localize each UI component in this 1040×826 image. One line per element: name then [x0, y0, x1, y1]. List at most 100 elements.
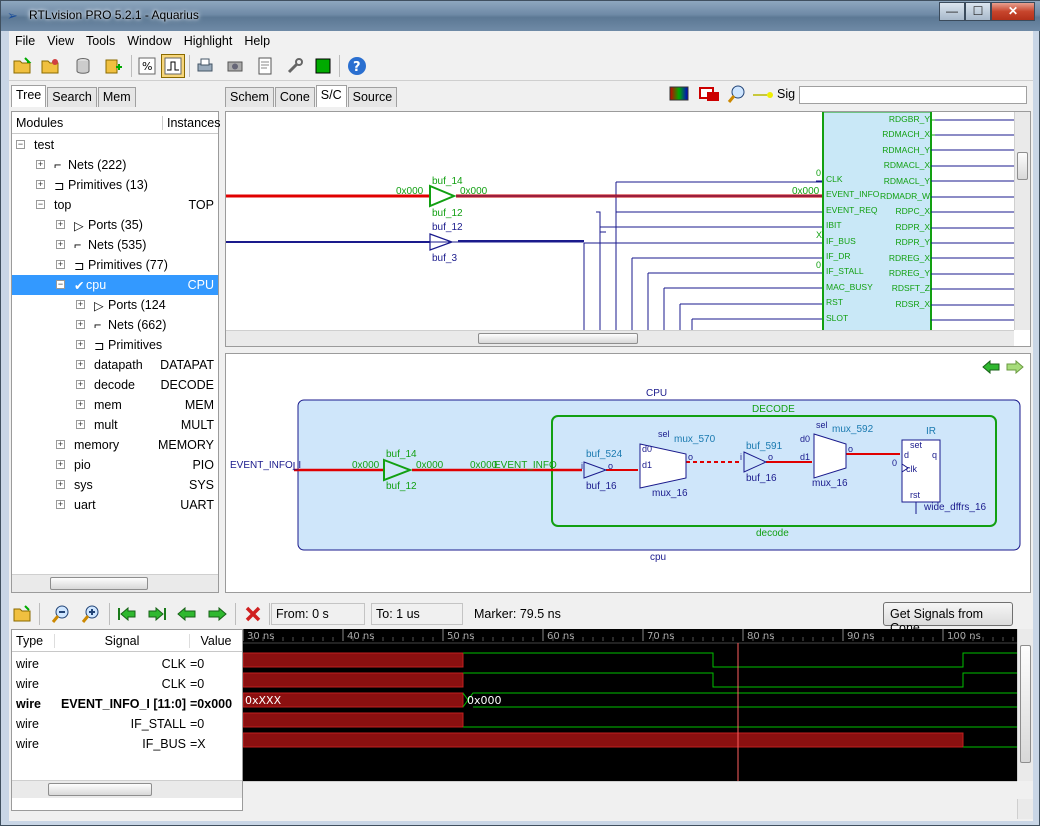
- cpu-pin-if-stall[interactable]: IF_STALL: [826, 266, 864, 277]
- header-signal[interactable]: Signal: [54, 633, 190, 648]
- menu-file[interactable]: File: [15, 34, 36, 48]
- expand-icon[interactable]: +: [56, 239, 65, 249]
- tree-item-ports[interactable]: +▷Ports (124: [12, 295, 218, 315]
- menu-highlight[interactable]: Highlight: [183, 34, 233, 48]
- tree-item-ports[interactable]: +▷Ports (35): [12, 215, 218, 235]
- schem-top-hscroll-thumb[interactable]: [478, 333, 638, 344]
- tree-item-test[interactable]: −test: [12, 135, 218, 155]
- cpu-pin-rdpc-x[interactable]: RDPC_X: [895, 206, 930, 217]
- print-icon[interactable]: [193, 54, 217, 78]
- tab-source[interactable]: Source: [347, 87, 398, 107]
- tab-schem[interactable]: Schem: [225, 87, 274, 107]
- zoom-find-icon[interactable]: [727, 84, 747, 104]
- menu-tools[interactable]: Tools: [86, 34, 116, 48]
- cpu-pin-rdreg-y[interactable]: RDREG_Y: [888, 268, 930, 278]
- tree-item-nets[interactable]: +⌐Nets (535): [12, 235, 218, 255]
- event-info-port-label[interactable]: EVENT_INFO_I: [230, 460, 302, 471]
- wrench-icon[interactable]: [283, 54, 307, 78]
- buf-591-symbol[interactable]: [743, 451, 768, 473]
- cpu-pin-rdpr-x[interactable]: RDPR_X: [895, 221, 930, 232]
- buffer-symbol[interactable]: [429, 184, 457, 208]
- flip-flop-symbol[interactable]: [901, 439, 941, 503]
- tab-mem[interactable]: Mem: [97, 87, 136, 107]
- to-field[interactable]: To: 1 us: [371, 603, 463, 625]
- expand-icon[interactable]: +: [76, 399, 85, 409]
- collapse-icon[interactable]: −: [36, 199, 45, 209]
- wave-scroll-corner[interactable]: [1017, 799, 1033, 819]
- expand-icon[interactable]: +: [76, 299, 85, 309]
- open-folder-icon[interactable]: [11, 54, 35, 78]
- expand-icon[interactable]: +: [76, 379, 85, 389]
- delete-icon[interactable]: [241, 602, 265, 626]
- zoom-out-icon[interactable]: [49, 602, 73, 626]
- camera-icon[interactable]: [223, 54, 247, 78]
- go-end-icon[interactable]: [145, 602, 169, 626]
- tree-item-primitives[interactable]: +⊐Primitives (77): [12, 255, 218, 275]
- from-field[interactable]: From: 0 s: [271, 603, 365, 625]
- cpu-pin-rdmach-y[interactable]: RDMACH_Y: [882, 144, 930, 155]
- mux-592-symbol[interactable]: [813, 433, 847, 479]
- open-design-icon[interactable]: [39, 54, 63, 78]
- cpu-pin-if-bus[interactable]: IF_BUS: [826, 235, 856, 246]
- get-signals-from-cone-button[interactable]: Get Signals from Cone: [883, 602, 1013, 635]
- wave-vscroll[interactable]: [1017, 629, 1033, 781]
- cpu-pin-slot[interactable]: SLOT: [826, 312, 849, 323]
- tree-item-primitives[interactable]: +⊐Primitives: [12, 335, 218, 355]
- cpu-pin-mac-busy[interactable]: MAC_BUSY: [826, 281, 873, 292]
- tree-header-instances[interactable]: Instances: [162, 115, 221, 130]
- tab-search[interactable]: Search: [47, 87, 97, 107]
- cpu-pin-event-req[interactable]: EVENT_REQ: [826, 204, 878, 215]
- expand-icon[interactable]: +: [56, 499, 65, 509]
- cpu-pin-rst[interactable]: RST: [826, 297, 843, 308]
- expand-icon[interactable]: +: [56, 459, 65, 469]
- tree-hscroll-thumb[interactable]: [50, 577, 148, 590]
- schem-top-vscroll[interactable]: [1014, 112, 1030, 330]
- tree-item-primitives[interactable]: +⊐Primitives (13): [12, 175, 218, 195]
- next-edge-icon[interactable]: [205, 602, 229, 626]
- cpu-pin-if-dr[interactable]: IF_DR: [826, 251, 851, 261]
- cpu-pin-rdmacl-y[interactable]: RDMACL_Y: [883, 175, 930, 186]
- maximize-button[interactable]: ☐: [965, 2, 991, 21]
- expand-icon[interactable]: +: [56, 439, 65, 449]
- document-icon[interactable]: [253, 54, 277, 78]
- schem-top-hscroll[interactable]: [226, 330, 1014, 346]
- database-icon[interactable]: [71, 54, 95, 78]
- expand-icon[interactable]: +: [36, 159, 45, 169]
- prev-edge-icon[interactable]: [175, 602, 199, 626]
- forward-arrow-icon[interactable]: [1006, 359, 1024, 375]
- tab-sc[interactable]: S/C: [315, 85, 347, 107]
- cpu-pin-clk[interactable]: CLK: [826, 174, 843, 184]
- zoom-in-icon[interactable]: [79, 602, 103, 626]
- schematic-top[interactable]: buf_14 0x000 0x000 buf_12 buf_12 buf_3 0…: [225, 111, 1031, 347]
- expand-icon[interactable]: +: [56, 479, 65, 489]
- menu-help[interactable]: Help: [244, 34, 271, 48]
- expand-icon[interactable]: +: [56, 219, 65, 229]
- wave-vscroll-thumb[interactable]: [1020, 645, 1031, 763]
- header-value[interactable]: Value: [200, 633, 232, 648]
- tree-header-modules[interactable]: Modules: [16, 115, 64, 130]
- buffer-symbol[interactable]: [429, 233, 454, 251]
- cpu-pin-rdsft-z[interactable]: RDSFT_Z: [891, 283, 930, 294]
- wave-hscroll[interactable]: [243, 781, 1017, 799]
- signal-hscroll-thumb[interactable]: [48, 783, 152, 796]
- expand-icon[interactable]: +: [76, 359, 85, 369]
- highlight-color-icon[interactable]: [669, 85, 691, 103]
- cpu-pin-event-info[interactable]: EVENT_INFO: [826, 189, 880, 200]
- signal-hscroll[interactable]: [12, 780, 242, 798]
- expand-icon[interactable]: +: [56, 259, 65, 269]
- close-button[interactable]: ✕: [991, 2, 1035, 21]
- back-arrow-icon[interactable]: [982, 359, 1000, 375]
- cpu-pin-ibit[interactable]: IBIT: [826, 220, 842, 231]
- cpu-pin-rdreg-x[interactable]: RDREG_X: [888, 252, 930, 263]
